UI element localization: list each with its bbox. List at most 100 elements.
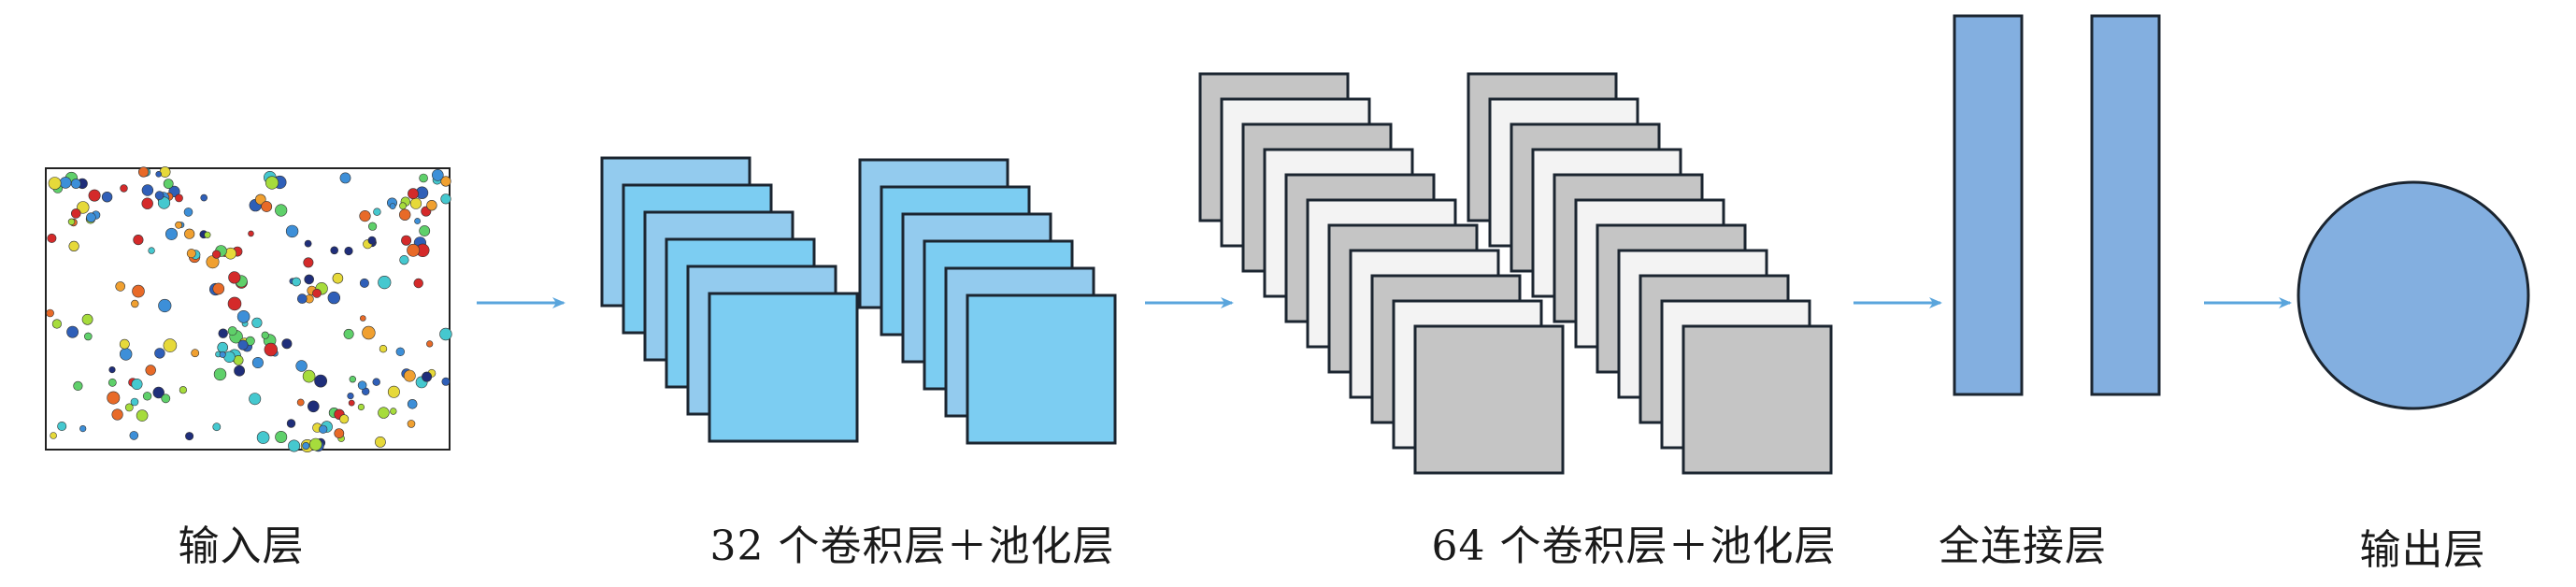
scatter-point bbox=[141, 197, 153, 209]
scatter-point bbox=[419, 173, 428, 183]
scatter-point bbox=[304, 239, 312, 248]
scatter-point bbox=[88, 189, 101, 202]
input-layer bbox=[45, 166, 452, 452]
scatter-point bbox=[165, 227, 179, 240]
scatter-point bbox=[129, 431, 139, 440]
scatter-point bbox=[77, 201, 90, 214]
scatter-point bbox=[395, 347, 405, 356]
scatter-point bbox=[228, 271, 241, 284]
scatter-point bbox=[46, 308, 54, 318]
scatter-point bbox=[138, 166, 150, 178]
scatter-point bbox=[71, 208, 81, 219]
scatter-point bbox=[303, 257, 314, 268]
scatter-point bbox=[124, 403, 134, 412]
scatter-point bbox=[84, 332, 93, 341]
scatter-point bbox=[440, 176, 451, 187]
scatter-point bbox=[57, 421, 67, 431]
scatter-point bbox=[440, 193, 451, 205]
scatter-point bbox=[183, 208, 193, 217]
scatter-point bbox=[185, 432, 194, 441]
scatter-point bbox=[261, 201, 273, 212]
scatter-point bbox=[101, 192, 113, 203]
scatter-point bbox=[212, 250, 222, 259]
label-dense-layer: 全连接层 bbox=[1939, 523, 2107, 570]
scatter-point bbox=[399, 202, 407, 210]
scatter-point bbox=[212, 282, 225, 295]
scatter-point bbox=[249, 393, 262, 406]
scatter-point bbox=[339, 414, 350, 424]
scatter-point bbox=[115, 281, 125, 292]
scatter-point bbox=[159, 166, 171, 178]
scatter-point bbox=[107, 391, 121, 405]
scatter-point bbox=[288, 439, 301, 452]
scatter-point bbox=[344, 246, 353, 256]
scatter-point bbox=[319, 424, 328, 434]
scatter-point bbox=[161, 394, 171, 404]
scatter-point bbox=[236, 309, 250, 323]
scatter-point bbox=[200, 193, 208, 202]
input-scatter-points bbox=[46, 166, 452, 452]
scatter-point bbox=[79, 425, 87, 433]
scatter-point bbox=[227, 296, 242, 311]
scatter-point bbox=[120, 184, 128, 193]
output-node bbox=[2297, 180, 2530, 410]
scatter-point bbox=[373, 208, 381, 216]
conv64-feature-maps bbox=[1198, 72, 1833, 475]
scatter-point bbox=[204, 231, 211, 238]
scatter-point bbox=[407, 398, 418, 409]
scatter-point bbox=[217, 341, 228, 353]
scatter-point bbox=[213, 367, 227, 381]
scatter-point bbox=[357, 403, 365, 411]
scatter-point bbox=[372, 378, 380, 386]
feature-map bbox=[1413, 324, 1565, 475]
scatter-point bbox=[281, 338, 293, 350]
scatter-point bbox=[131, 378, 143, 390]
scatter-point bbox=[378, 407, 390, 419]
scatter-point bbox=[155, 171, 162, 178]
scatter-point bbox=[368, 222, 378, 231]
scatter-point bbox=[158, 298, 172, 313]
scatter-point bbox=[407, 243, 420, 257]
scatter-point bbox=[414, 218, 421, 224]
scatter-point bbox=[157, 196, 171, 209]
scatter-point bbox=[86, 212, 96, 222]
scatter-point bbox=[426, 200, 437, 211]
scatter-point bbox=[312, 288, 322, 298]
scatter-point bbox=[401, 235, 412, 246]
scatter-point bbox=[379, 345, 388, 353]
scatter-point bbox=[407, 420, 416, 428]
scatter-point bbox=[264, 342, 278, 357]
scatter-point bbox=[47, 233, 57, 243]
scatter-point bbox=[359, 278, 369, 288]
scatter-point bbox=[73, 380, 83, 392]
scatter-point bbox=[330, 246, 339, 255]
scatter-point bbox=[403, 369, 416, 382]
scatter-point bbox=[357, 380, 367, 391]
scatter-point bbox=[387, 385, 400, 398]
scatter-point bbox=[275, 204, 288, 217]
scatter-point bbox=[107, 378, 117, 387]
scatter-point bbox=[218, 328, 228, 338]
scatter-point bbox=[362, 325, 376, 340]
scatter-point bbox=[307, 400, 320, 413]
scatter-point bbox=[254, 193, 266, 206]
scatter-point bbox=[409, 197, 422, 209]
dense-layer bbox=[1953, 14, 2161, 396]
scatter-point bbox=[163, 179, 174, 189]
scatter-point bbox=[413, 278, 423, 289]
scatter-point bbox=[399, 208, 411, 221]
scatter-point bbox=[212, 422, 222, 432]
label-input-layer: 输入层 bbox=[178, 523, 305, 570]
scatter-point bbox=[132, 284, 145, 298]
scatter-point bbox=[51, 319, 63, 329]
scatter-point bbox=[374, 436, 386, 448]
input-image-frame bbox=[45, 167, 451, 451]
scatter-point bbox=[142, 392, 152, 401]
scatter-point bbox=[131, 299, 139, 308]
scatter-point bbox=[70, 179, 81, 189]
scatter-point bbox=[314, 374, 327, 388]
scatter-point bbox=[275, 430, 288, 443]
scatter-point bbox=[304, 274, 315, 285]
scatter-point bbox=[219, 351, 226, 358]
